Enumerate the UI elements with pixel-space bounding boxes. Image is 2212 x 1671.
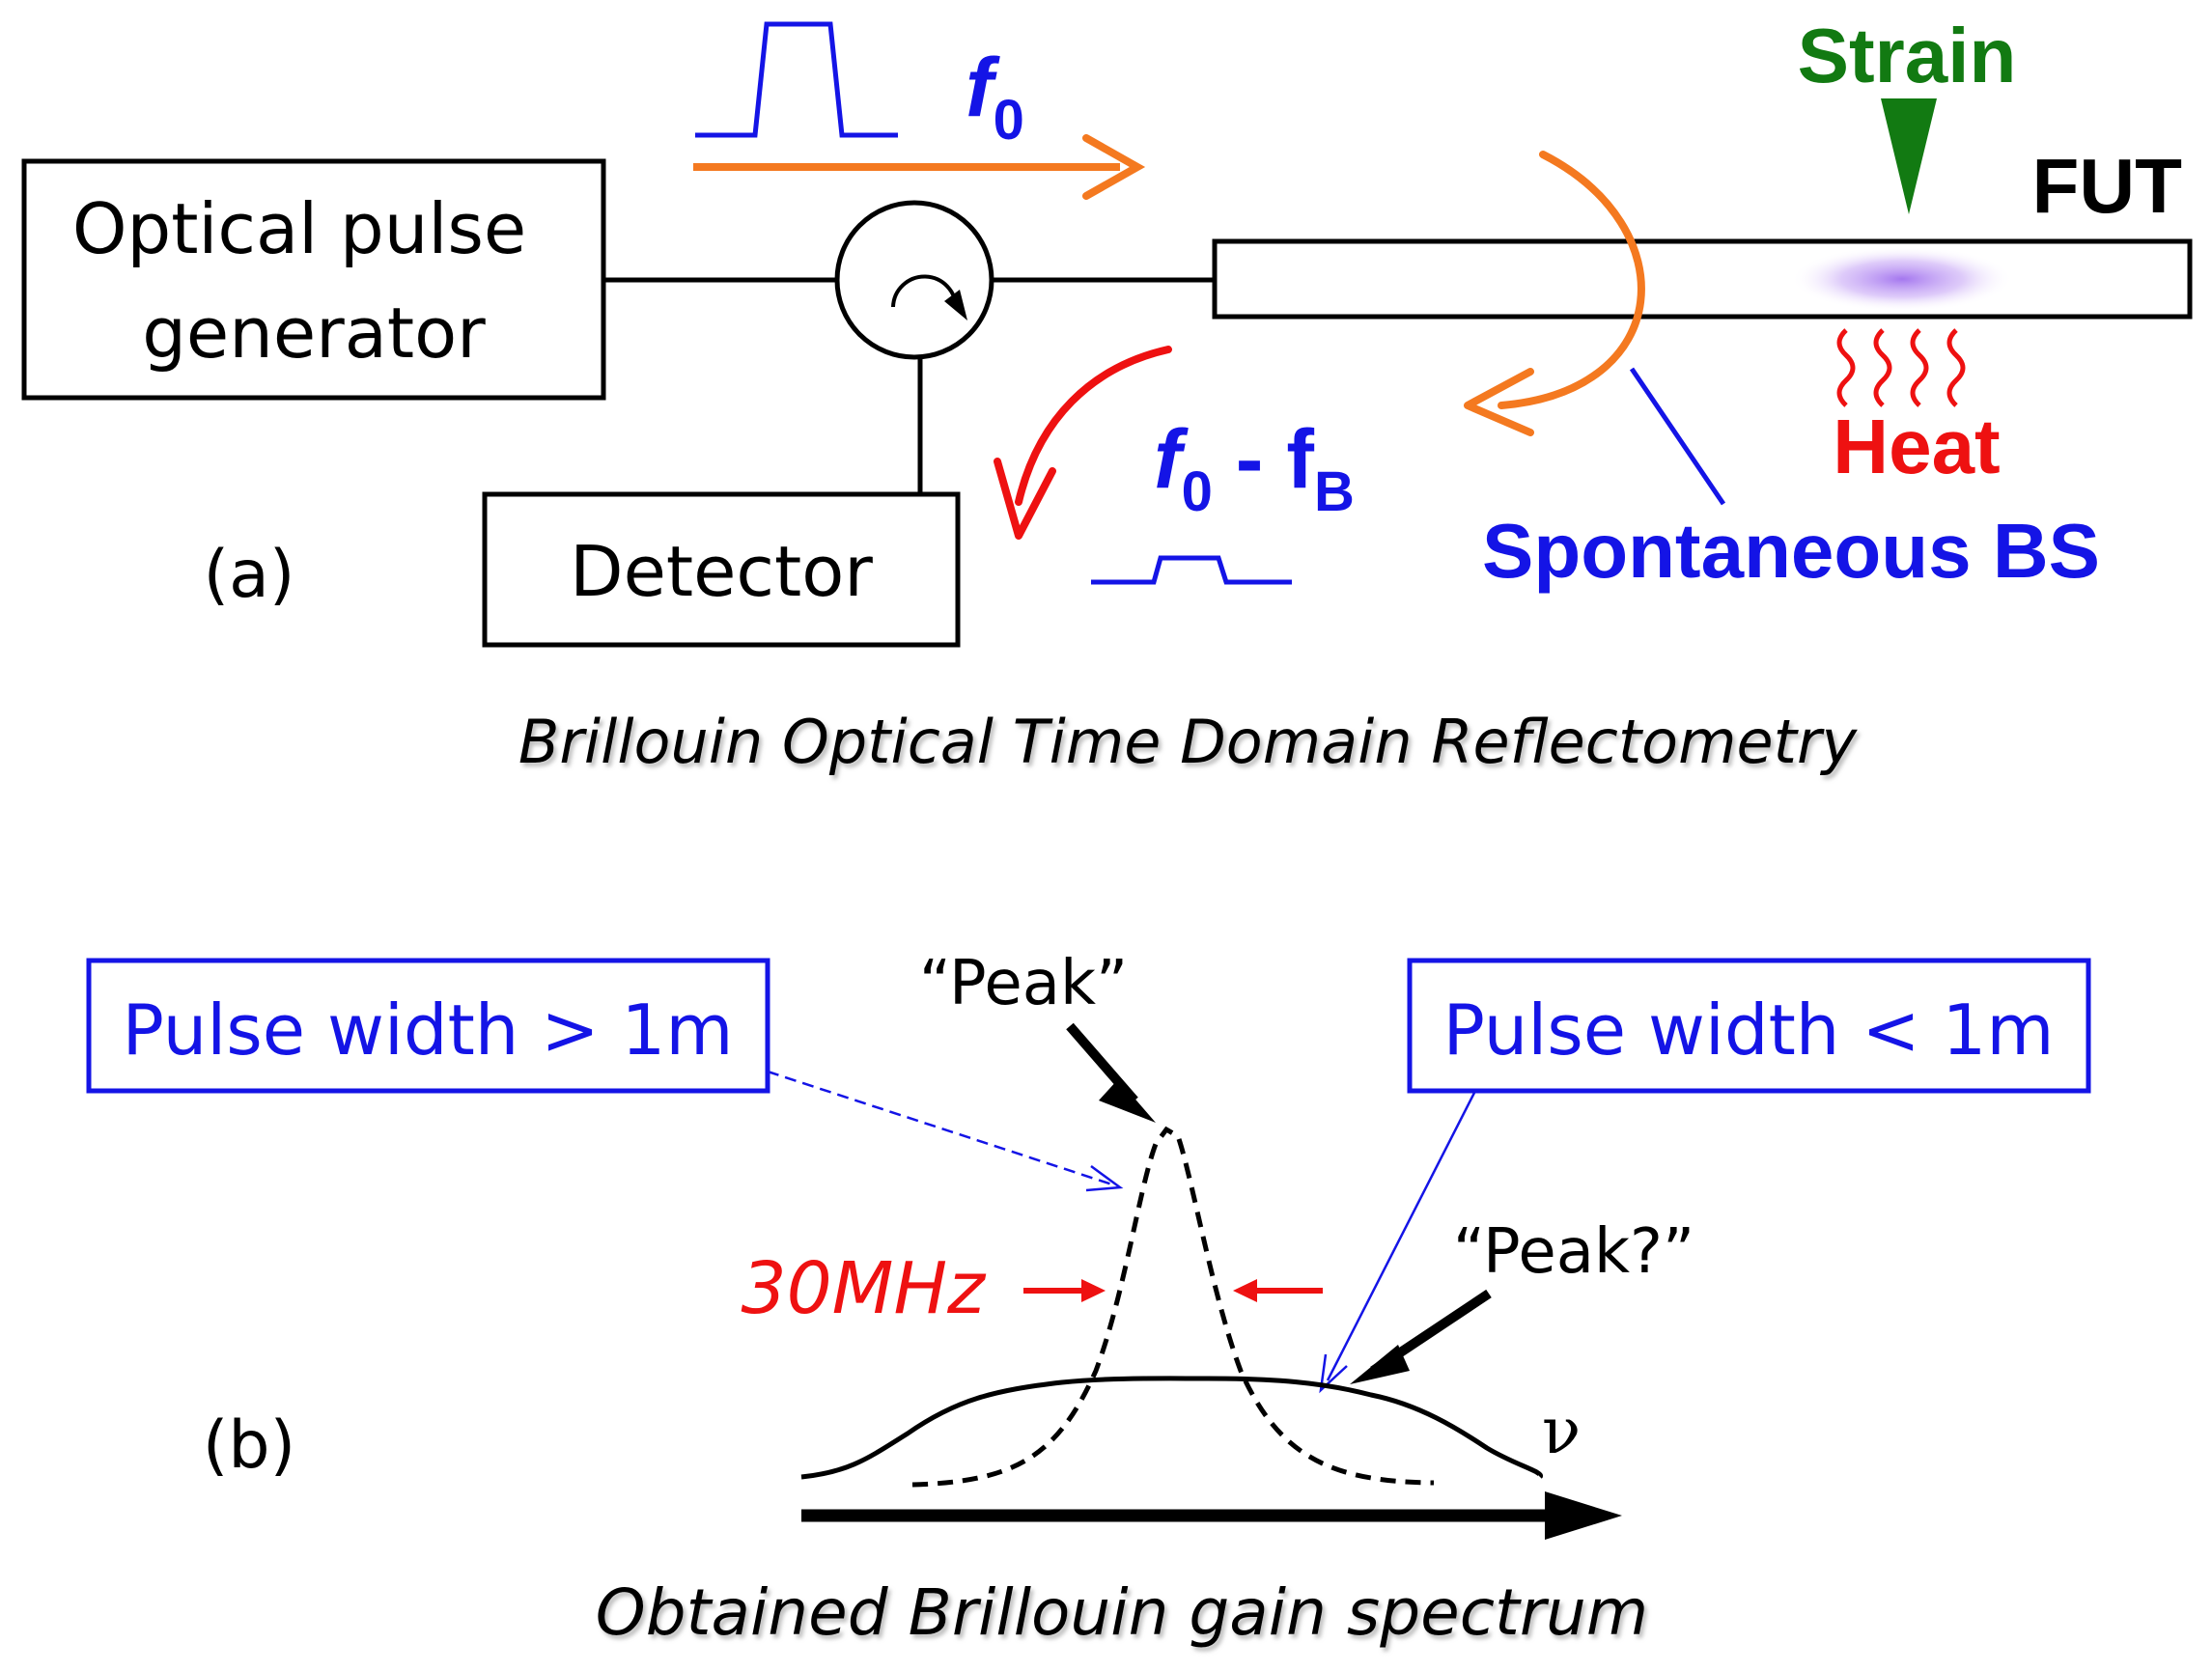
forward-arrow-icon [693,134,1146,200]
strain-arrow-icon [1881,98,1937,214]
broad-spectrum-curve [800,1376,1543,1480]
spontaneous-bs-label: Spontaneous BS [1482,508,2100,594]
input-pulse-icon [695,21,898,138]
spontaneous-bs-pointer [1629,367,1726,506]
detector-box [482,491,961,648]
fwhm-label: 30MHz [742,1247,988,1330]
pulse-width-short-label: Pulse width < 1m [1443,989,2055,1071]
heat-label: Heat [1833,404,2000,489]
narrow-spectrum-curve [911,1126,1435,1488]
peak-question-pointer-icon [1350,1289,1492,1384]
caption-b: Obtained Brillouin gain spectrum [596,1575,1648,1650]
detector-label: Detector [570,531,873,612]
peak-label: “Peak” [919,948,1128,1019]
pulse-width-long-label: Pulse width > 1m [123,989,734,1071]
fwhm-arrow-right-icon [1233,1279,1323,1302]
returned-pulse-icon [1091,555,1292,585]
backscatter-arrow-icon [1464,151,1645,436]
peak-pointer-icon [1066,1022,1156,1123]
part-b-label: (b) [203,1407,295,1484]
heat-wave-icon [1836,328,1966,407]
short-pulse-pointer [1319,1090,1477,1394]
return-frequency-label: f0 - fB [1154,413,1355,523]
strain-label: Strain [1798,13,2017,98]
input-frequency-label: f0 [966,42,1024,152]
strain-heat-region [1791,246,2013,312]
peak-question-label: “Peak?” [1453,1216,1694,1288]
pulse-generator-label-line2: generator [142,292,486,374]
fiber-under-test [1212,238,2193,320]
return-arrow-icon [994,346,1172,540]
part-a-label: (a) [204,537,295,613]
pulse-width-long-box [86,958,770,1094]
freq-back-sub2: B [1314,460,1355,523]
svg-text:f0: f0 [966,42,1024,152]
frequency-axis [801,1491,1622,1540]
nu-label: ν [1542,1394,1581,1468]
pulse-generator-label-line1: Optical pulse [72,188,526,269]
svg-text:f0 - fB: f0 - fB [1154,413,1355,523]
fut-label: FUT [2031,143,2182,229]
caption-a: Brillouin Optical Time Domain Reflectome… [518,707,1859,777]
long-pulse-pointer [767,1070,1124,1192]
freq-back-sub: 0 [1182,460,1213,523]
circulator-icon [834,200,994,360]
freq-in-sub: 0 [994,89,1024,152]
freq-back-mid: - f [1213,413,1314,506]
fwhm-arrow-left-icon [1023,1279,1106,1302]
pulse-width-short-box [1407,958,2091,1094]
